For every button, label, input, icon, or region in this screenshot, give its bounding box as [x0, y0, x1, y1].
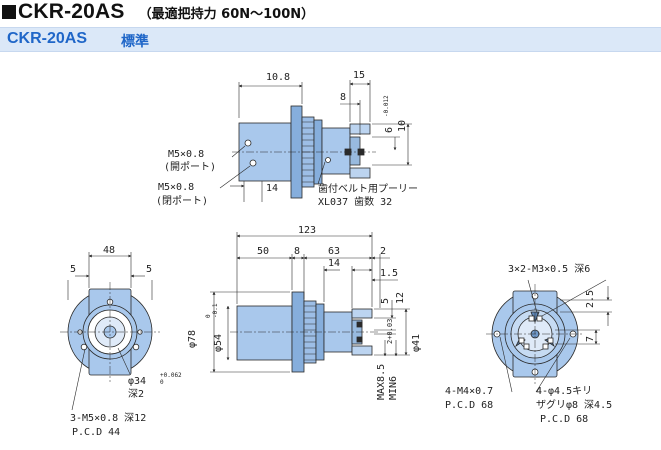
pcd-68-right: P.C.D 68 [540, 414, 588, 425]
side-view [230, 291, 378, 373]
tap-m4: 4-M4×0.7 [445, 386, 493, 397]
model-band: CKR-20AS 標準 [0, 27, 661, 52]
port-close-note: (閉ポート) [156, 195, 208, 207]
dim-5-left: 5 [70, 264, 76, 275]
dim-10: 10 [397, 120, 408, 132]
stroke-max: MAX8.5 [376, 364, 387, 400]
dia-54-tol: 0 [205, 314, 212, 318]
dim-1-5: 1.5 [380, 268, 398, 279]
dim-7: 7 [585, 336, 596, 342]
dim-14-top: 14 [266, 183, 278, 194]
dim-6-tol: -0.012 [383, 95, 390, 117]
pulley-spec: XL037 歯数 32 [318, 195, 392, 208]
top-view [232, 105, 376, 199]
left-view [60, 282, 160, 382]
dia-54-tol-lower: -0.1 [212, 303, 219, 318]
dim-8-side: 8 [294, 246, 300, 257]
dim-14-side: 14 [328, 258, 340, 269]
hole-spec: 4-φ4.5キリ [536, 386, 592, 397]
bore-dia: φ34 [128, 376, 146, 387]
left-view-dimensions [67, 252, 153, 411]
pcd-68-left: P.C.D 68 [445, 400, 493, 411]
page-title: CKR-20AS [18, 0, 125, 23]
dim-2: 2 [380, 246, 386, 257]
bore-tol: +0.062 [160, 372, 182, 379]
header-square-icon [2, 5, 16, 19]
dia-78: φ78 [187, 330, 198, 348]
dim-10-8: 10.8 [266, 72, 290, 83]
dim-50: 50 [257, 246, 269, 257]
page-header: CKR-20AS （最適把持力 60N〜100N） [2, 0, 314, 26]
side-view-dimensions [210, 232, 410, 373]
right-view-dimensions [499, 279, 612, 393]
pcd-44: P.C.D 44 [72, 427, 120, 438]
band-model: CKR-20AS [7, 30, 88, 47]
port-open-note: (開ポート) [164, 161, 216, 173]
stroke-min: MIN6 [388, 376, 399, 400]
dia-54: φ54 [213, 334, 224, 352]
tap-m3: 3×2-M3×0.5 深6 [508, 263, 590, 275]
top-view-dimensions [219, 80, 412, 202]
dim-6: 6 [384, 127, 395, 133]
dim-48: 48 [103, 245, 115, 256]
dim-2-5: 2.5 [585, 290, 596, 308]
counterbore-spec: ザグリφ8 深4.5 [536, 398, 612, 411]
port-close-label: M5×0.8 [158, 182, 194, 193]
dim-63: 63 [328, 246, 340, 257]
right-view [486, 284, 584, 384]
pulley-label: 歯付ベルト用プーリー [318, 182, 418, 195]
dim-5-side: 5 [380, 298, 391, 304]
page-subtitle: （最適把持力 60N〜100N） [138, 7, 315, 22]
tap-spec: 3-M5×0.8 深12 [70, 412, 146, 424]
dim-15: 15 [353, 70, 365, 81]
dim-2-tol: 2+0.03 [386, 319, 394, 344]
band-label: 標準 [121, 34, 149, 50]
dim-123: 123 [298, 225, 316, 236]
dim-8: 8 [340, 92, 346, 103]
dim-12: 12 [395, 292, 406, 304]
bore-depth: 深2 [128, 388, 144, 400]
dia-41: φ41 [411, 334, 422, 352]
bore-tol-lower: 0 [160, 379, 164, 386]
dim-5-right: 5 [146, 264, 152, 275]
port-open-label: M5×0.8 [168, 149, 204, 160]
